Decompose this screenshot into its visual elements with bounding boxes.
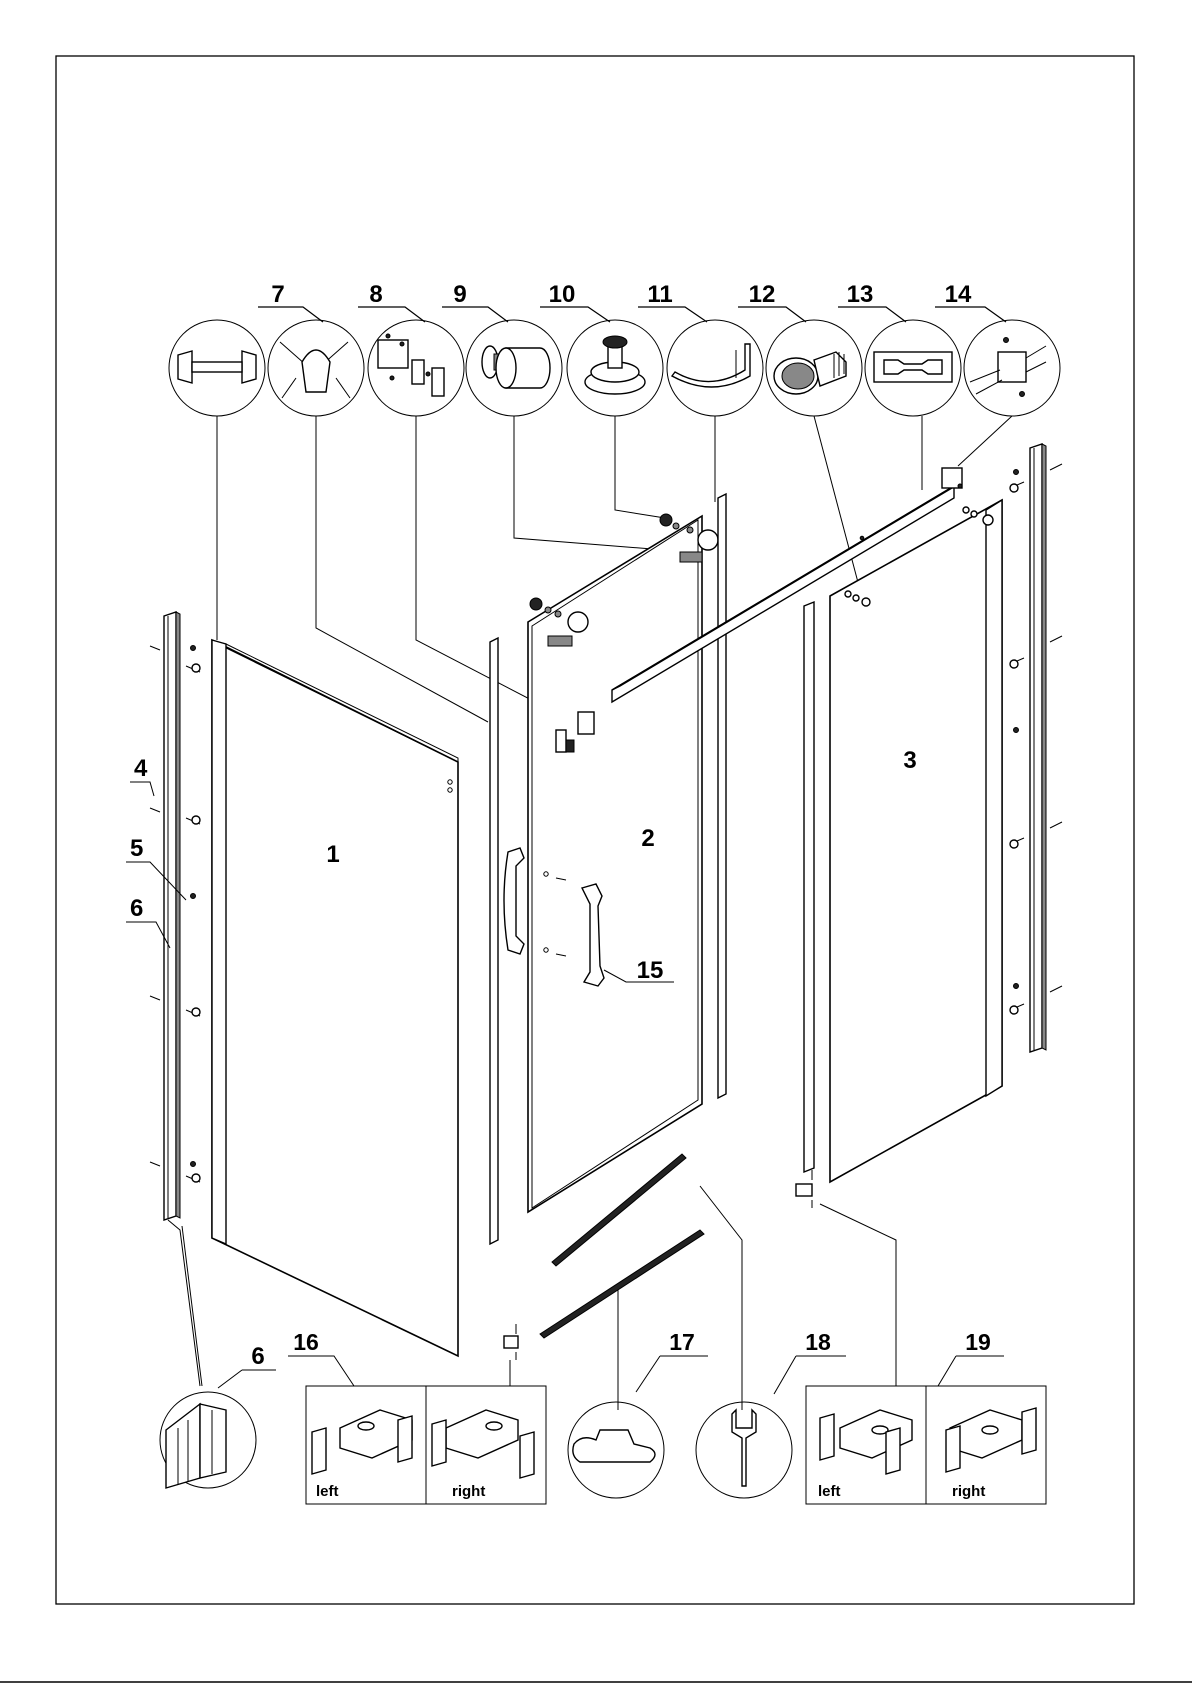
callout-14-label: 14 (945, 281, 972, 308)
detail-14-end-cap (964, 320, 1060, 416)
detail-19-floor-guide-box: left right (806, 1386, 1046, 1504)
detail-7-seal-strip (268, 320, 364, 416)
detail-12-stopper (766, 320, 862, 416)
panel-3-glass: 3 (830, 500, 1002, 1182)
guide-19-left-part (820, 1410, 912, 1474)
guide-16-right-part (432, 1410, 534, 1478)
bottom-label-16: 16 (293, 1329, 319, 1355)
bottom-label-17: 17 (669, 1329, 695, 1355)
panel-2-door: 2 (528, 516, 702, 1212)
bottom-label-6: 6 (251, 1343, 264, 1370)
detail-seal-profile-h (169, 320, 265, 416)
bottom-labels: 6 16 17 18 19 (218, 1329, 1004, 1394)
right-wall-profile (1030, 444, 1046, 1052)
left-wall-profile (164, 612, 180, 1220)
handle-15-label: 15 (637, 957, 664, 984)
callout-leaders (258, 307, 1006, 322)
label-4: 4 (134, 755, 148, 782)
seal-strip-vertical-right (804, 602, 814, 1172)
detail-16-floor-guide-box: left right (306, 1386, 546, 1504)
detail-11-water-deflector (667, 320, 763, 416)
detail-10-roller (567, 320, 663, 416)
guide-16-left-label: left (316, 1483, 339, 1500)
callout-13-label: 13 (847, 281, 874, 308)
callout-8-label: 8 (369, 281, 382, 308)
guide-19-right-label: right (952, 1483, 985, 1500)
handle-inside (504, 848, 524, 954)
guide-19-right-part (946, 1408, 1036, 1472)
detail-13-rail-profile (865, 320, 961, 416)
label-5: 5 (130, 835, 143, 862)
seal-strip-vertical-left (490, 638, 498, 1244)
callout-11-label: 11 (647, 281, 672, 308)
guide-16-right-label: right (452, 1483, 485, 1500)
detail-6-wall-profile (160, 1392, 256, 1488)
seal-strip-vertical-mid (718, 494, 726, 1098)
detail-17-bottom-seal (568, 1402, 664, 1498)
detail-9-knob (466, 320, 562, 416)
guide-16-left-part (312, 1410, 412, 1474)
panel-3-label: 3 (903, 747, 916, 774)
bottom-label-18: 18 (805, 1329, 831, 1355)
panel-1-glass: 1 (212, 640, 458, 1356)
callout-10-label: 10 (549, 281, 576, 308)
top-callout-labels: 7 8 9 10 11 12 13 14 (271, 281, 972, 308)
callout-12-label: 12 (749, 281, 776, 308)
panel-1-label: 1 (326, 841, 339, 868)
label-6: 6 (130, 895, 143, 922)
guide-19-left-label: left (818, 1483, 841, 1500)
bottom-label-19: 19 (965, 1329, 991, 1355)
callout-9-label: 9 (453, 281, 466, 308)
detail-8-hinge-bracket (368, 320, 464, 416)
panel-2-label: 2 (641, 825, 654, 852)
detail-18-seal-profile (696, 1402, 792, 1498)
detail-circles-top (169, 320, 1060, 416)
callout-7-label: 7 (271, 281, 284, 308)
